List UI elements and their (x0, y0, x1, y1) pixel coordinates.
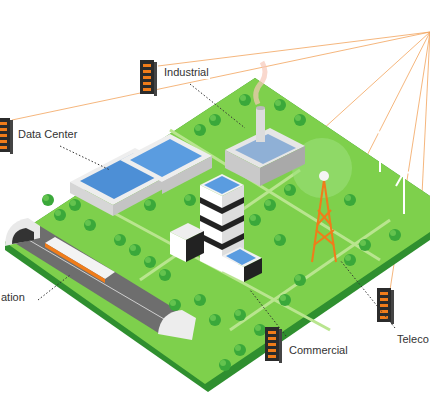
callout-label: Data Center (17, 128, 78, 141)
callout-label: Industrial (163, 66, 210, 79)
callout-label: ation (0, 291, 26, 304)
callout-label: Teleco (396, 333, 430, 346)
callout-label: Commercial (288, 344, 349, 357)
